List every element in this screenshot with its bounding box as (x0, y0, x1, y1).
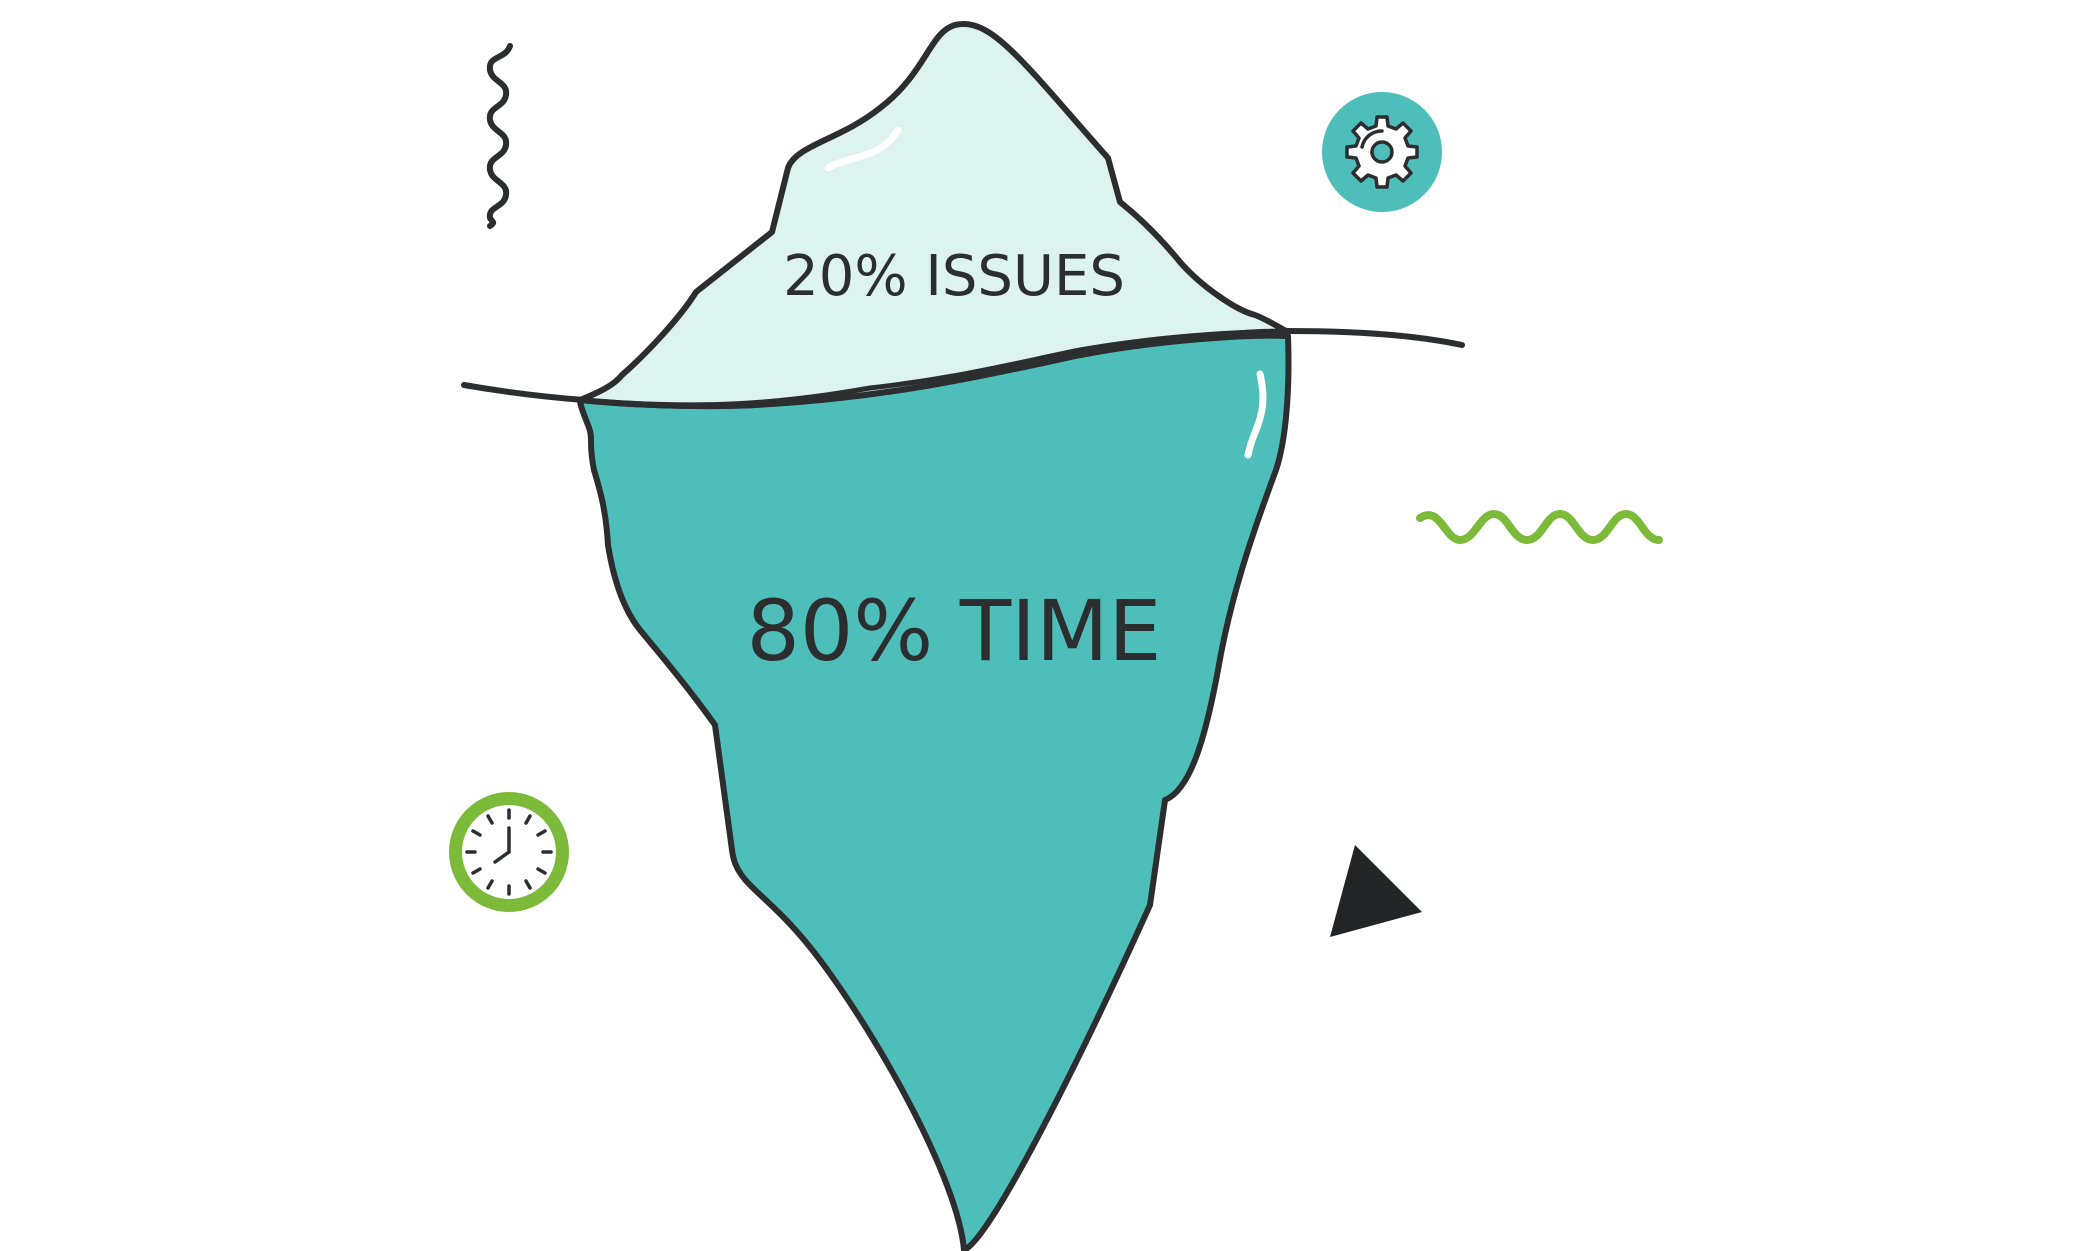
gear-icon (1322, 92, 1442, 212)
squiggle-vertical (486, 43, 513, 229)
label-time: 80% TIME (746, 582, 1161, 680)
triangle-shape (1330, 845, 1422, 937)
waterline-left (461, 382, 587, 403)
iceberg-underwater (577, 332, 1292, 1251)
waterline-middle (581, 328, 1291, 408)
iceberg-above-water (577, 20, 1291, 410)
label-issues: 20% ISSUES (783, 244, 1125, 309)
clock-icon (449, 792, 569, 912)
squiggle-horizontal (1416, 509, 1663, 545)
highlight-bottom (1244, 370, 1267, 459)
waterline-right (1285, 328, 1465, 348)
highlight-top (824, 126, 902, 172)
